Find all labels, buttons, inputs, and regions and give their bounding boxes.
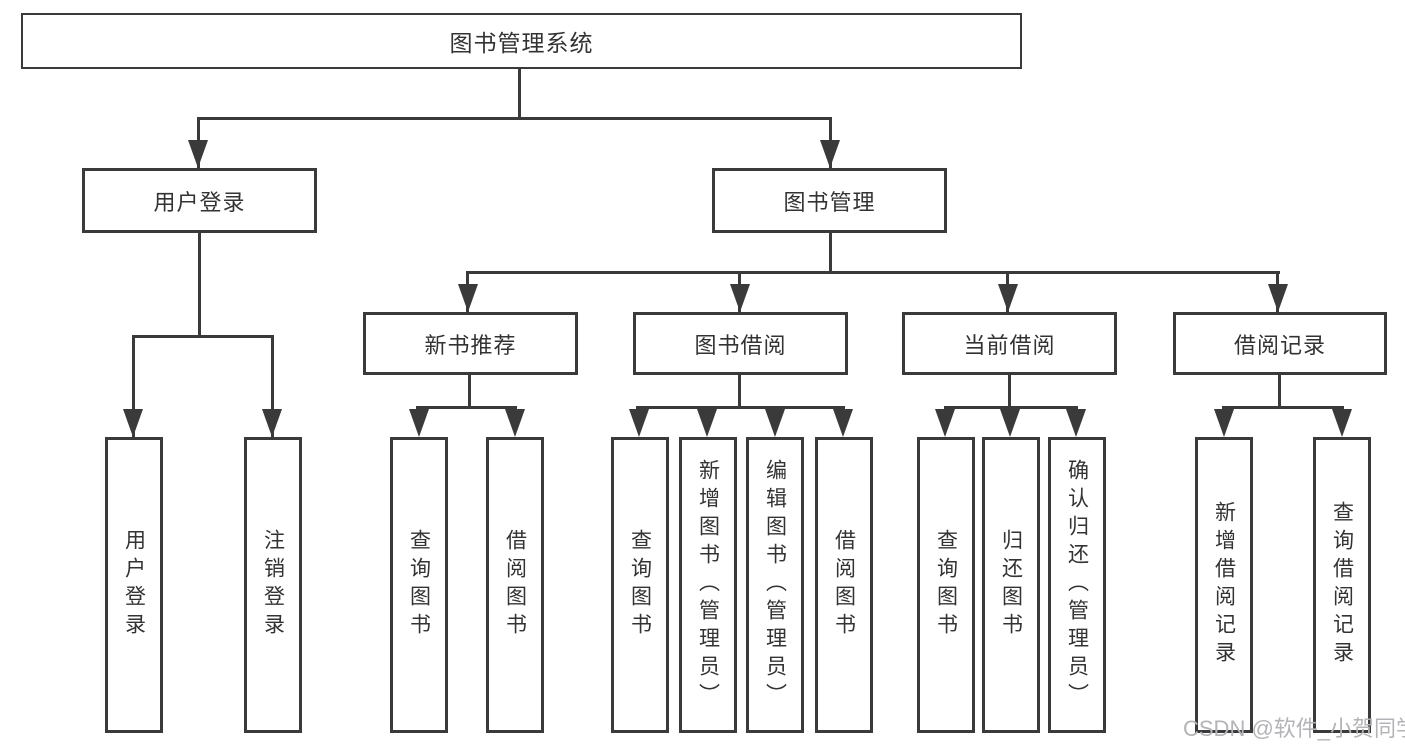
connector-line — [944, 406, 1078, 409]
connector-line — [738, 375, 741, 409]
connector-line — [468, 375, 471, 409]
connector-arrowhead — [935, 409, 955, 437]
leaf-add-books-admin: 新增图书（管理员） — [679, 437, 737, 733]
connector-line — [198, 233, 201, 338]
node-label: 图书管理 — [783, 189, 876, 215]
node-label: 当前借阅 — [963, 332, 1056, 358]
node-current-borrow: 当前借阅 — [902, 312, 1117, 375]
node-label: 注销登录 — [261, 529, 285, 641]
leaf-confirm-return-admin: 确认归还（管理员） — [1048, 437, 1106, 733]
node-label: 编辑图书（管理员） — [763, 459, 787, 711]
node-label: 查询图书 — [407, 529, 431, 641]
node-label: 借阅图书 — [503, 529, 527, 641]
node-label: 查询图书 — [628, 529, 652, 641]
connector-line — [1278, 375, 1281, 409]
node-label: 用户登录 — [153, 189, 246, 215]
node-label: 确认归还（管理员） — [1065, 459, 1089, 711]
leaf-add-borrow-record: 新增借阅记录 — [1195, 437, 1253, 733]
leaf-query-borrow-record: 查询借阅记录 — [1313, 437, 1371, 733]
node-label: 查询借阅记录 — [1330, 501, 1354, 669]
connector-arrowhead — [188, 140, 208, 168]
connector-line — [1008, 375, 1011, 409]
connector-line — [271, 335, 274, 437]
leaf-query-books-recommend: 查询图书 — [390, 437, 448, 733]
connector-arrowhead — [998, 284, 1018, 312]
leaf-borrow-books-recommend: 借阅图书 — [486, 437, 544, 733]
connector-arrowhead — [1066, 409, 1086, 437]
connector-line — [829, 233, 832, 274]
node-borrow-records: 借阅记录 — [1173, 312, 1387, 375]
connector-arrowhead — [765, 409, 785, 437]
connector-line — [466, 271, 1280, 274]
node-label: 查询图书 — [934, 529, 958, 641]
node-label: 图书借阅 — [694, 332, 787, 358]
node-label: 用户登录 — [122, 529, 146, 641]
connector-arrowhead — [1332, 409, 1352, 437]
node-label: 新增图书（管理员） — [696, 459, 720, 711]
node-label: 借阅记录 — [1233, 332, 1326, 358]
leaf-edit-books-admin: 编辑图书（管理员） — [746, 437, 804, 733]
csdn-watermark: CSDN @软件_小贺同学 — [1183, 716, 1405, 741]
connector-line — [132, 335, 274, 338]
connector-arrowhead — [505, 409, 525, 437]
connector-arrowhead — [629, 409, 649, 437]
node-label: 借阅图书 — [832, 529, 856, 641]
connector-line — [197, 117, 832, 120]
connector-line — [636, 406, 845, 409]
leaf-return-books: 归还图书 — [982, 437, 1040, 733]
node-user-login: 用户登录 — [82, 168, 317, 233]
node-book-management: 图书管理 — [712, 168, 947, 233]
connector-arrowhead — [697, 409, 717, 437]
connector-line — [416, 406, 517, 409]
leaf-borrow-books: 借阅图书 — [815, 437, 873, 733]
node-label: 图书管理系统 — [449, 30, 594, 56]
leaf-user-login: 用户登录 — [105, 437, 163, 733]
connector-line — [132, 335, 135, 437]
connector-arrowhead — [409, 409, 429, 437]
node-new-book-recommend: 新书推荐 — [363, 312, 578, 375]
node-library-system: 图书管理系统 — [21, 13, 1022, 69]
connector-arrowhead — [123, 409, 143, 437]
connector-arrowhead — [833, 409, 853, 437]
node-label: 归还图书 — [999, 529, 1023, 641]
connector-arrowhead — [262, 409, 282, 437]
connector-arrowhead — [458, 284, 478, 312]
node-label: 新书推荐 — [424, 332, 517, 358]
connector-arrowhead — [1268, 284, 1288, 312]
connector-line — [518, 69, 521, 119]
connector-arrowhead — [1214, 409, 1234, 437]
connector-arrowhead — [1000, 409, 1020, 437]
connector-arrowhead — [730, 284, 750, 312]
connector-arrowhead — [820, 140, 840, 168]
leaf-query-books-borrow: 查询图书 — [611, 437, 669, 733]
connector-line — [1222, 406, 1344, 409]
node-label: 新增借阅记录 — [1212, 501, 1236, 669]
node-book-borrow: 图书借阅 — [633, 312, 848, 375]
leaf-logout: 注销登录 — [244, 437, 302, 733]
leaf-query-books-current: 查询图书 — [917, 437, 975, 733]
